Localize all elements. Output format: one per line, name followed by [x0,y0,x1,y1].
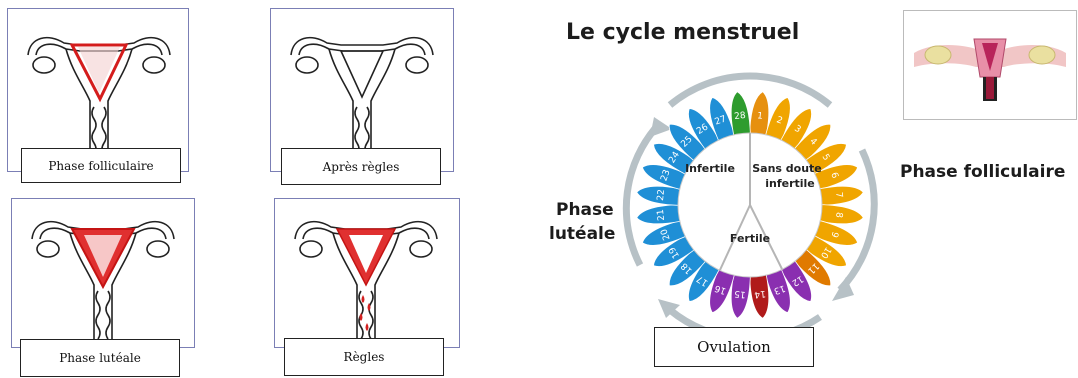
phase-luteale-line1: Phase [556,198,614,222]
cycle-day-label-15: 15 [734,288,747,299]
uterus-illustration-luteal [12,199,194,347]
phase-luteale-line2: lutéale [549,222,615,246]
inner-infertile: Infertile [685,162,735,175]
panel-label-after: Après règles [281,148,441,185]
uterus-illustration-menses [275,199,459,347]
uterus-panel-luteal [11,198,195,348]
uterus-panel-menses [274,198,460,348]
cycle-day-label-28: 28 [734,111,747,122]
panel-label-luteal: Phase lutéale [20,339,180,377]
uterus-illustration-after [271,9,453,171]
cycle-day-label-21: 21 [656,209,667,222]
ovulation-label: Ovulation [654,327,814,367]
phase-folliculaire-label: Phase folliculaire [900,160,1065,184]
panel-label-menses: Règles [284,338,444,376]
uterus-photo-illustration [904,11,1076,119]
inner-maybe-line1: Sans doute [752,162,822,175]
cycle-day-label-7: 7 [833,192,844,199]
cycle-day-label-1: 1 [757,111,764,122]
cycle-day-label-14: 14 [753,288,766,299]
inner-fertile: Fertile [730,232,770,245]
panel-label-follicular: Phase folliculaire [21,148,181,183]
cycle-title: Le cycle menstruel [566,20,799,45]
cycle-day-label-22: 22 [656,189,667,202]
uterus-illustration-follicular [8,9,188,171]
cycle-arrow-top [670,76,830,105]
uterus-photo [903,10,1077,120]
inner-maybe-line2: infertile [765,177,815,190]
